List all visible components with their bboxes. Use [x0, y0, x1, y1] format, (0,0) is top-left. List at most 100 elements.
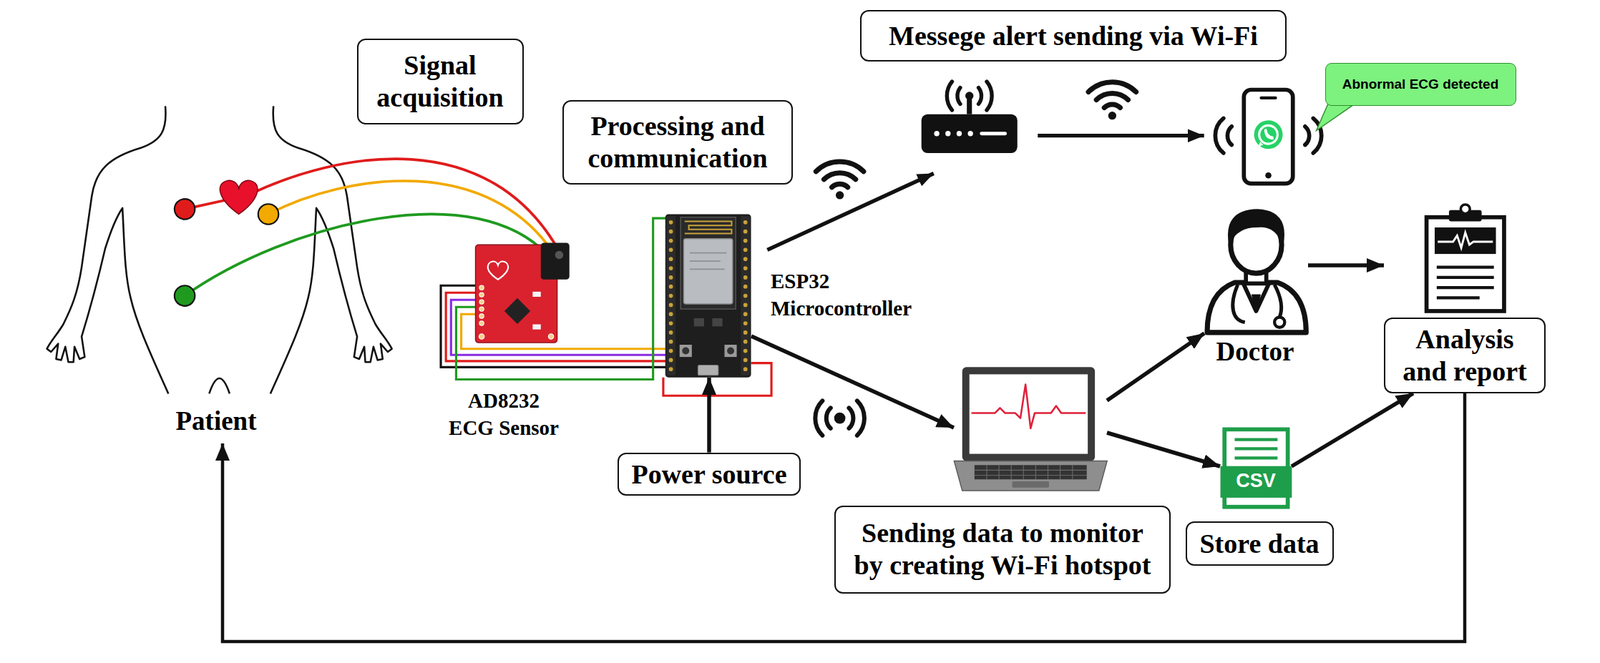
- csv-file-icon: [1220, 429, 1293, 507]
- esp32-board: [743, 349, 748, 354]
- wifi-router: [966, 98, 972, 114]
- esp32-board: [689, 253, 727, 270]
- wifi-router: [957, 88, 961, 105]
- hotspot-symbol: [857, 400, 865, 436]
- node-label: Patient: [175, 404, 257, 439]
- esp32-board: [743, 367, 748, 372]
- electrode: [174, 198, 196, 220]
- smartphone: [1265, 172, 1272, 179]
- esp32-board: [680, 217, 736, 310]
- electrode: [258, 203, 280, 225]
- flow-arrow: [1106, 333, 1205, 401]
- esp32-board: [669, 275, 674, 280]
- esp32-board: [743, 311, 748, 317]
- node-label: ESP32 Microcontroller: [770, 268, 912, 323]
- esp32-board: [669, 321, 674, 326]
- wifi-symbol: [1088, 82, 1137, 121]
- smartphone: [1305, 126, 1310, 146]
- smartphone: [1261, 96, 1276, 100]
- doctor-icon: [1207, 282, 1306, 333]
- smartphone: [1215, 118, 1223, 153]
- ad8232-board: [479, 292, 484, 297]
- laptop-monitor: Sending data to monitor by creating Wi-F…: [953, 367, 1107, 491]
- doctor-icon: [1232, 284, 1246, 323]
- heart-symbol: [219, 180, 258, 214]
- doctor-icon: [1274, 316, 1285, 328]
- doctor-icon: [1228, 210, 1284, 244]
- report-clipboard: [1426, 217, 1505, 312]
- esp32-board: [743, 248, 748, 253]
- wifi-router: [981, 131, 1006, 136]
- body-outline: [47, 105, 169, 394]
- esp32-board: [669, 339, 674, 345]
- report-clipboard: [1437, 232, 1493, 248]
- esp32-board: [697, 365, 719, 376]
- ad8232-board: [504, 298, 531, 325]
- caption-text: Sending data to monitor by creating Wi-F…: [854, 517, 1152, 582]
- wifi-symbol: [815, 161, 864, 200]
- hotspot-symbol: [834, 412, 846, 425]
- esp32-board: [669, 358, 674, 363]
- label-holder: AD8232 ECG Sensor: [448, 387, 559, 442]
- report-clipboard: Analysis and report: [1383, 207, 1546, 394]
- ad8232-board: [540, 242, 570, 280]
- wifi-link-arrow: [767, 173, 934, 250]
- esp32-board: [669, 229, 674, 234]
- csv-file-icon: [1220, 466, 1293, 499]
- wifi-router: [978, 88, 982, 105]
- esp32-board: [665, 213, 752, 378]
- node-label: Doctor: [1216, 334, 1295, 370]
- report-clipboard: [1460, 204, 1470, 214]
- smartphone: [1264, 128, 1274, 141]
- flow-arrow: [1106, 432, 1221, 467]
- wifi-router: [946, 81, 992, 111]
- esp32-board: [743, 229, 748, 234]
- ad8232-board: [532, 324, 541, 330]
- ad8232-board: [475, 242, 570, 343]
- esp32-board: [665, 213, 752, 378]
- esp32-board: [743, 238, 748, 244]
- esp32-board: [711, 318, 723, 327]
- esp32-board: [743, 330, 748, 335]
- esp32-board: [669, 330, 674, 335]
- doctor-icon: [1274, 284, 1282, 318]
- laptop-monitor: [974, 465, 1087, 480]
- label-holder: CSV: [1235, 471, 1276, 491]
- wifi-router: [945, 130, 951, 136]
- csv-file-icon: [1234, 440, 1278, 459]
- hotspot-symbol: [826, 407, 831, 429]
- wifi-router: [967, 130, 973, 136]
- box-text: Signal acquisition: [376, 49, 504, 114]
- smartphone: [1243, 89, 1293, 184]
- esp32-board: [743, 284, 748, 290]
- esp32-board: [743, 321, 748, 326]
- esp32-board: [669, 238, 674, 244]
- esp32-board: [669, 367, 674, 372]
- laptop-monitor: [962, 367, 1095, 461]
- wifi-router: [921, 114, 1018, 154]
- laptop-monitor: [974, 465, 1087, 480]
- smartphone: [1215, 89, 1321, 184]
- patient-figure: Patient: [55, 107, 390, 444]
- esp32-board: [743, 256, 748, 262]
- laptop-monitor: [953, 461, 1107, 491]
- report-clipboard: [1436, 267, 1495, 299]
- wifi-router: [986, 81, 992, 111]
- flow-arrow: [1291, 393, 1414, 467]
- ad8232-board: [555, 251, 564, 260]
- esp32-board: [743, 220, 748, 225]
- smartphone: [1259, 125, 1278, 144]
- esp32-board: [669, 349, 674, 354]
- illustration: [47, 81, 1505, 508]
- step-box: Signal acquisition: [357, 38, 524, 125]
- body-outline: [270, 105, 393, 394]
- board-wires: [455, 218, 667, 380]
- esp32-board: [743, 294, 748, 299]
- ad8232-board: [479, 306, 484, 312]
- esp32-board: [743, 303, 748, 308]
- esp32-board: [679, 344, 692, 358]
- ad8232-board: [478, 285, 554, 340]
- alert-bubble: Abnormal ECG detected: [1325, 62, 1517, 106]
- esp32-board: [743, 339, 748, 345]
